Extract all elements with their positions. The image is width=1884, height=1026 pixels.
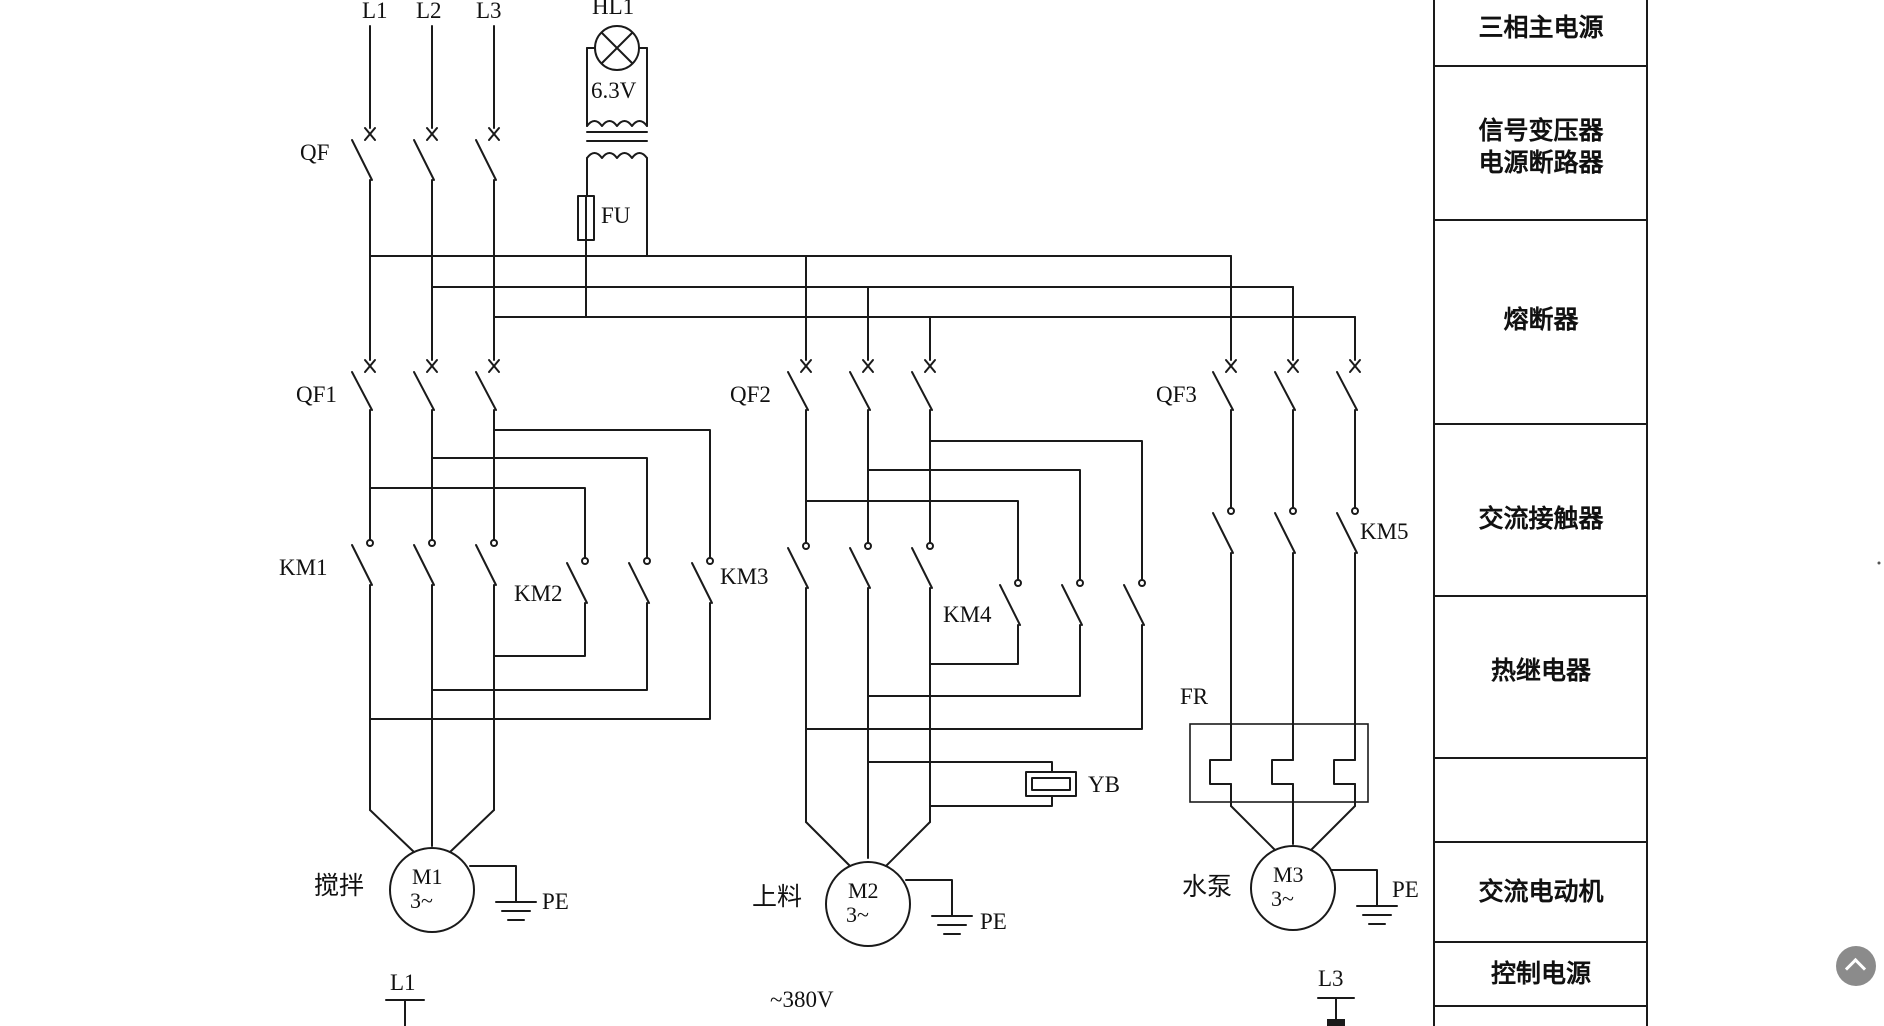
legend-transformer-breaker: 信号变压器电源断路器 [1478, 116, 1604, 177]
feeder-circuit: QF2 [720, 359, 1146, 947]
motor-m3-icon: M3 3~ [1250, 845, 1336, 931]
label-PE-m1: PE [542, 889, 569, 914]
label-PE-m3: PE [1392, 877, 1419, 902]
thermal-relay-icon [1189, 723, 1369, 803]
motor-m2-icon: M2 3~ [825, 861, 911, 947]
fuse-icon [577, 195, 595, 241]
terminal-block-icon [1327, 1019, 1345, 1026]
indicator-lamp-icon [594, 25, 640, 71]
label-KM4: KM4 [943, 602, 992, 627]
motor-m3-name: M3 [1273, 862, 1304, 887]
label-FR: FR [1180, 684, 1209, 709]
label-L3-top: L3 [476, 0, 502, 23]
stray-dot [1877, 561, 1881, 565]
motor-m1-name: M1 [412, 864, 443, 889]
label-KM1: KM1 [279, 555, 328, 580]
scroll-top-button[interactable] [1836, 946, 1876, 986]
mixer-circuit: QF1 [279, 359, 714, 933]
label-L3-bottom: L3 [1318, 966, 1344, 991]
motor-m2-label: 上料 [752, 882, 802, 911]
signal-transformer-branch: HL1 6.3V FU [577, 0, 648, 318]
label-KM3: KM3 [720, 564, 769, 589]
label-HL1: HL1 [592, 0, 634, 19]
label-QF1: QF1 [296, 382, 337, 407]
supply-lines: L1 L2 L3 [362, 0, 502, 129]
label-QF: QF [300, 140, 329, 165]
legend-thermal-relay: 热继电器 [1491, 656, 1592, 685]
control-source: L1 ~380V L3 [385, 966, 1355, 1026]
label-PE-m2: PE [980, 909, 1007, 934]
busbars [369, 255, 1356, 361]
ground-m1-icon [469, 865, 537, 921]
motor-m1-icon: M1 3~ [389, 847, 475, 933]
label-YB: YB [1088, 772, 1120, 797]
label-KM2: KM2 [514, 581, 563, 606]
label-KM5: KM5 [1360, 519, 1409, 544]
legend-contactor: 交流接触器 [1478, 504, 1604, 533]
main-breaker-qf: QF [300, 127, 500, 361]
label-QF2: QF2 [730, 382, 771, 407]
legend-fuse: 熔断器 [1503, 305, 1579, 334]
ground-m2-icon [905, 879, 973, 935]
label-FU: FU [601, 203, 631, 228]
motor-m3-label: 水泵 [1182, 872, 1232, 901]
motor-m2-name: M2 [848, 878, 879, 903]
label-6.3V: 6.3V [591, 78, 637, 103]
motor-m2-phase: 3~ [846, 902, 869, 927]
legend-panel: 三相主电源 信号变压器电源断路器 熔断器 交流接触器 热继电器 交流电动机 控制… [1433, 0, 1648, 1026]
ground-m3-icon [1330, 869, 1398, 925]
label-voltage: ~380V [770, 987, 834, 1012]
brake-yb-icon [1025, 771, 1077, 797]
pump-circuit: QF3 KM5 FR [1156, 359, 1419, 931]
label-QF3: QF3 [1156, 382, 1197, 407]
legend-control-power: 控制电源 [1491, 959, 1591, 988]
legend-motor: 交流电动机 [1478, 877, 1603, 906]
transformer-icon [586, 120, 648, 159]
motor-m1-phase: 3~ [410, 888, 433, 913]
motor-m3-phase: 3~ [1271, 886, 1294, 911]
label-L1-bottom: L1 [390, 970, 416, 995]
legend-main-power: 三相主电源 [1478, 13, 1603, 42]
label-L2-top: L2 [416, 0, 442, 23]
label-L1-top: L1 [362, 0, 388, 23]
motor-m1-label: 搅拌 [314, 871, 364, 900]
